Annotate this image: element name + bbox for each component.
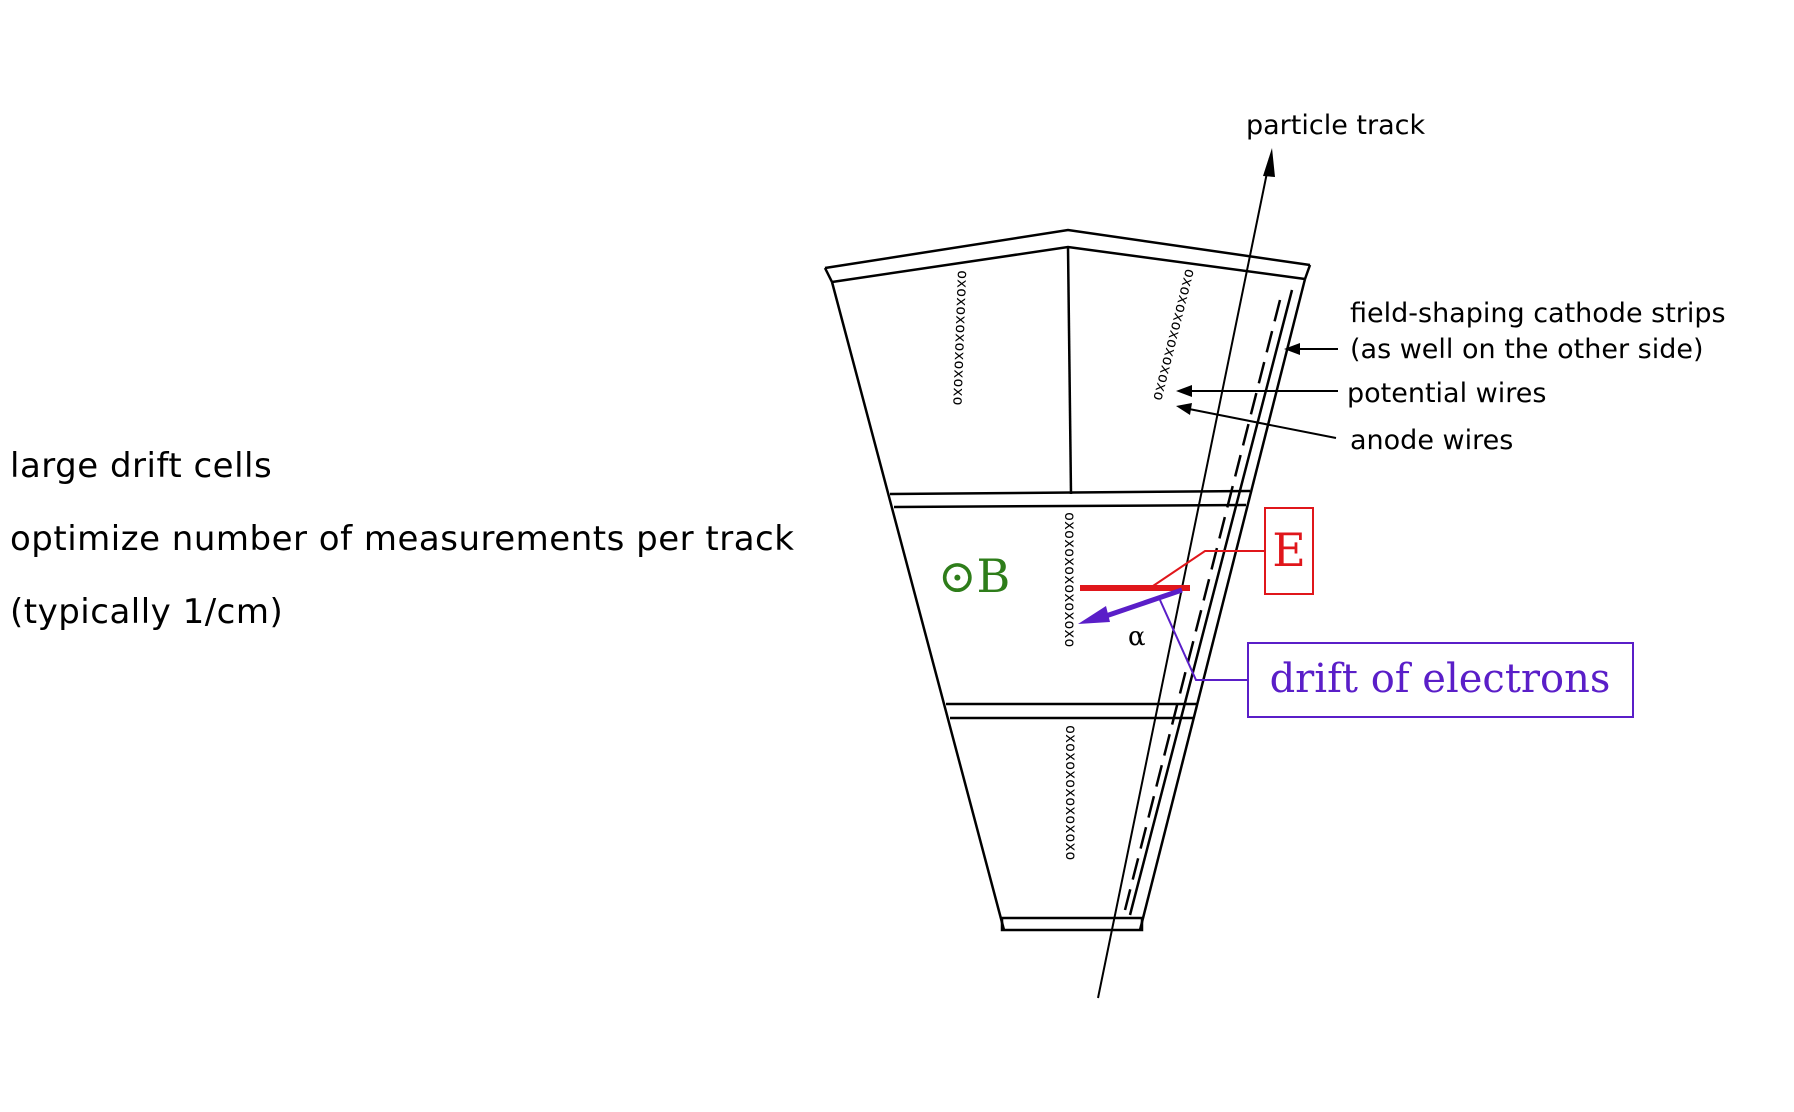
cathode-strip-dashes xyxy=(1123,299,1282,911)
wire-column-bottom: oxoxoxoxoxoxoxo xyxy=(1062,725,1080,860)
label-field-e: E xyxy=(1272,523,1306,577)
label-leader-lines xyxy=(1183,348,1338,439)
bullet-typically-per-cm: (typically 1/cm) xyxy=(10,592,284,632)
wire-column-top-right: oxoxoxoxoxoxoxo xyxy=(1149,267,1199,403)
label-magnetic-field: ⊙B xyxy=(938,549,1010,603)
label-potential-wires: potential wires xyxy=(1347,378,1546,409)
label-particle-track: particle track xyxy=(1246,110,1425,141)
label-cathode-strips-line2: (as well on the other side) xyxy=(1350,334,1703,365)
e-label-box xyxy=(1264,507,1314,595)
wire-column-middle: oxoxoxoxoxoxoxo xyxy=(1061,512,1079,647)
label-angle-alpha: α xyxy=(1128,622,1146,652)
label-cathode-strips-line1: field-shaping cathode strips xyxy=(1350,298,1726,329)
electron-drift-vector xyxy=(1078,587,1183,624)
e-label-connector xyxy=(1149,550,1265,589)
chamber-structure xyxy=(823,228,1312,932)
particle-track-arrow xyxy=(1097,148,1275,999)
drift-label-connector xyxy=(1159,599,1248,681)
label-anode-wires: anode wires xyxy=(1350,425,1513,456)
label-drift-of-electrons: drift of electrons xyxy=(1270,656,1611,702)
leader-arrowheads xyxy=(1176,343,1300,415)
bullet-optimize-measurements: optimize number of measurements per trac… xyxy=(10,519,795,559)
bullet-large-drift-cells: large drift cells xyxy=(10,446,273,486)
wire-column-top-left: oxoxoxoxoxoxoxo xyxy=(949,270,972,406)
drift-label-box xyxy=(1247,642,1634,718)
